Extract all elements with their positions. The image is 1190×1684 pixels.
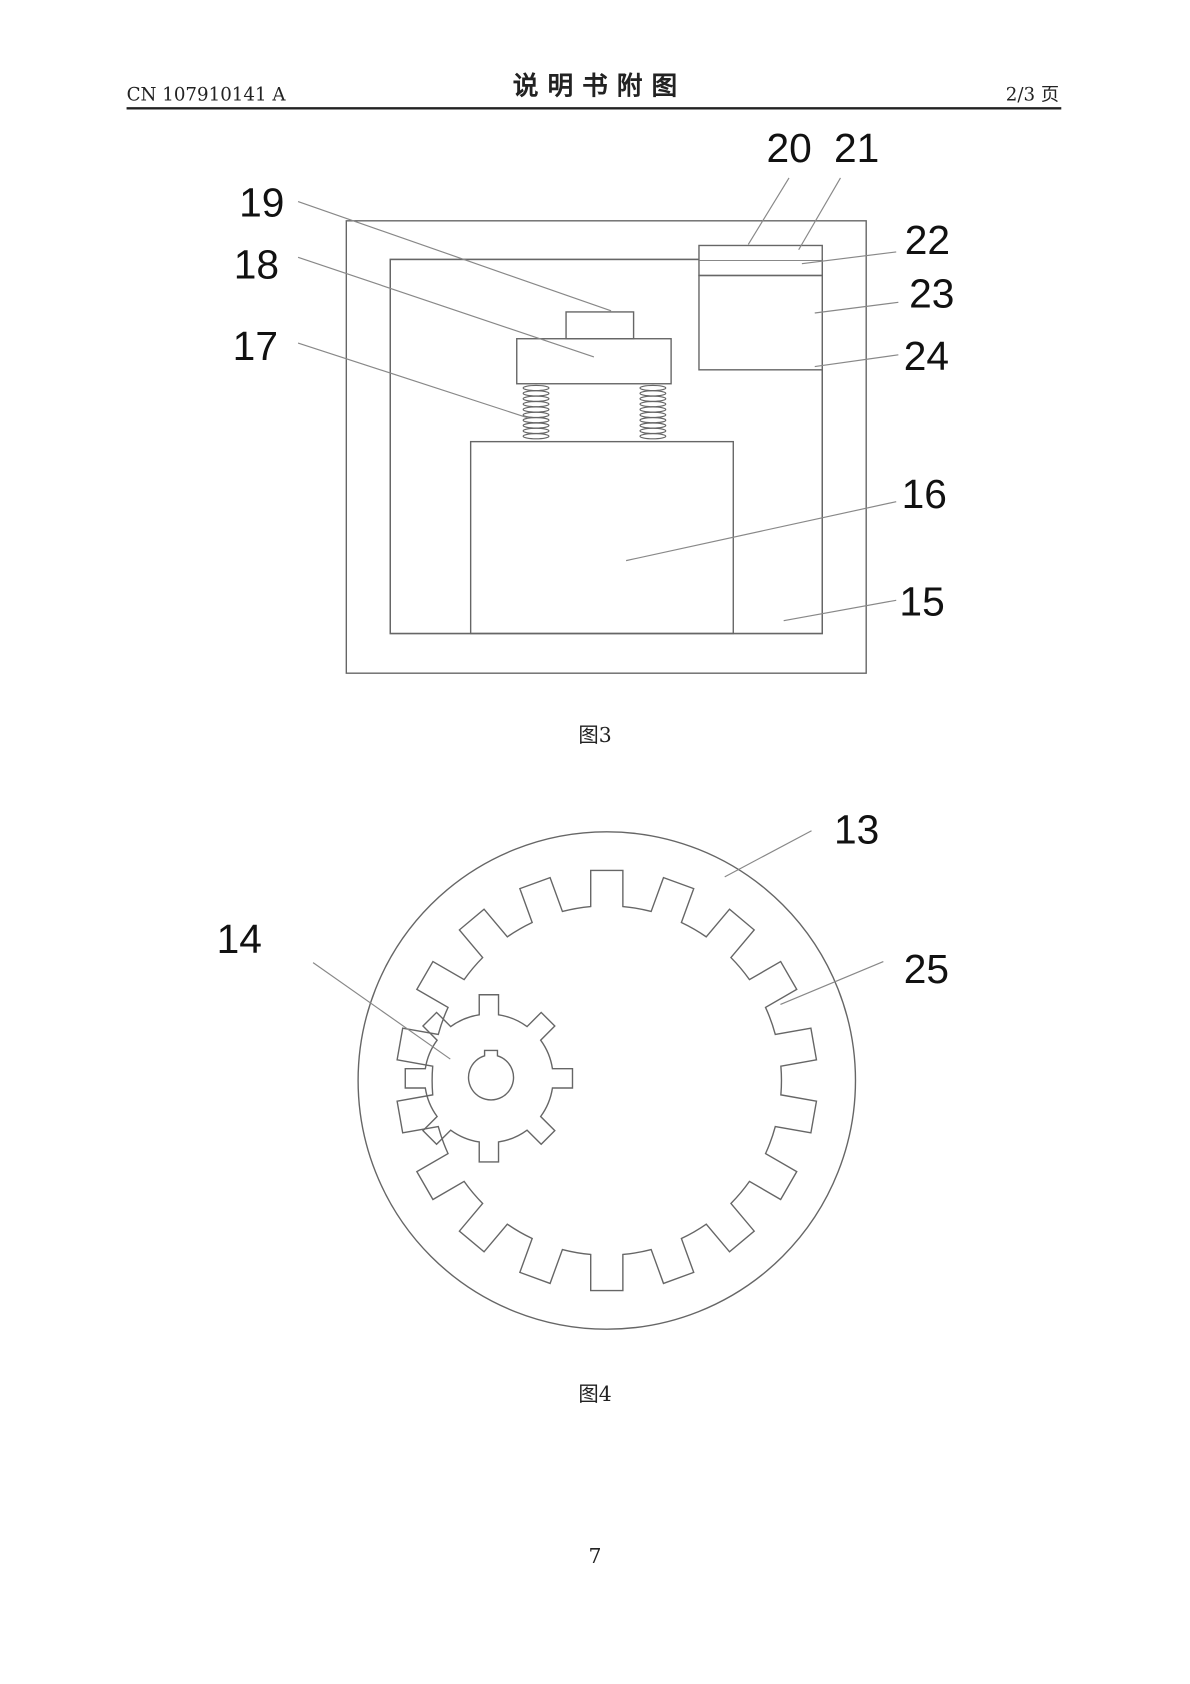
- spring-coil: [522, 417, 550, 424]
- label-25: 25: [904, 946, 949, 992]
- outer-disc: [357, 831, 857, 1330]
- spring-coil: [639, 427, 667, 435]
- leader-line-21: [798, 177, 841, 251]
- label-24: 24: [904, 333, 949, 379]
- leader-line-23: [814, 301, 899, 314]
- top-block: [565, 311, 635, 340]
- figure-4-caption: 图4: [578, 1382, 611, 1406]
- spring-coil: [522, 406, 550, 413]
- spring-coil: [639, 390, 667, 397]
- spring-coil: [522, 411, 550, 418]
- leader-line-20: [747, 177, 790, 245]
- label-20: 20: [767, 125, 812, 171]
- label-22: 22: [905, 217, 950, 263]
- leader-line-25: [780, 960, 884, 1005]
- label-19: 19: [239, 180, 284, 226]
- spring-coil: [522, 384, 550, 392]
- spring-coil: [522, 422, 550, 429]
- spring-coil: [522, 427, 550, 435]
- label-17: 17: [233, 323, 278, 369]
- leader-line-19: [297, 200, 612, 312]
- spring-coil: [522, 395, 550, 402]
- filter-background: [698, 245, 823, 370]
- label-15: 15: [899, 578, 944, 624]
- page-number: 7: [589, 1544, 602, 1568]
- spring-coil: [639, 422, 667, 429]
- spring-coil: [639, 417, 667, 424]
- spring-coil: [639, 411, 667, 418]
- page-of: 2/3 页: [1006, 85, 1059, 106]
- label-16: 16: [902, 471, 947, 517]
- leader-line-16: [625, 501, 897, 562]
- figure-4: 14 13 25: [217, 807, 949, 1330]
- base-block: [469, 440, 734, 635]
- leader-line-13: [724, 830, 812, 878]
- label-23: 23: [909, 271, 954, 317]
- figure-3: 19 18 17 20 21 22 23 24 16 15: [233, 125, 954, 674]
- spring-coil: [639, 400, 667, 408]
- spring-coil: [639, 395, 667, 402]
- spring-coil: [522, 400, 550, 408]
- pinion-gear: [404, 994, 574, 1163]
- ring-gear: [396, 869, 818, 1292]
- figure-3-caption: 图3: [578, 723, 611, 747]
- leader-line-15: [783, 599, 897, 622]
- leader-line-24: [814, 354, 899, 368]
- document-number: CN 107910141 A: [127, 85, 287, 106]
- header-title: 说 明 书 附 图: [513, 71, 677, 101]
- spring-coil: [639, 406, 667, 413]
- label-21: 21: [834, 125, 879, 171]
- spring-coil: [522, 433, 550, 440]
- spring-coil: [522, 390, 550, 397]
- springs: [522, 384, 667, 440]
- leader-line-14: [312, 962, 451, 1060]
- leader-line-22: [801, 251, 897, 265]
- spring-coil: [639, 433, 667, 440]
- press-plate: [516, 338, 672, 385]
- spring-coil: [639, 384, 667, 392]
- label-18: 18: [234, 242, 279, 288]
- label-13: 13: [834, 807, 879, 853]
- label-14: 14: [217, 916, 262, 962]
- leader-line-18: [297, 256, 595, 358]
- shaft-hole-keyway: [467, 1049, 515, 1101]
- filter-mesh: [698, 274, 823, 371]
- leader-line-17: [297, 342, 529, 419]
